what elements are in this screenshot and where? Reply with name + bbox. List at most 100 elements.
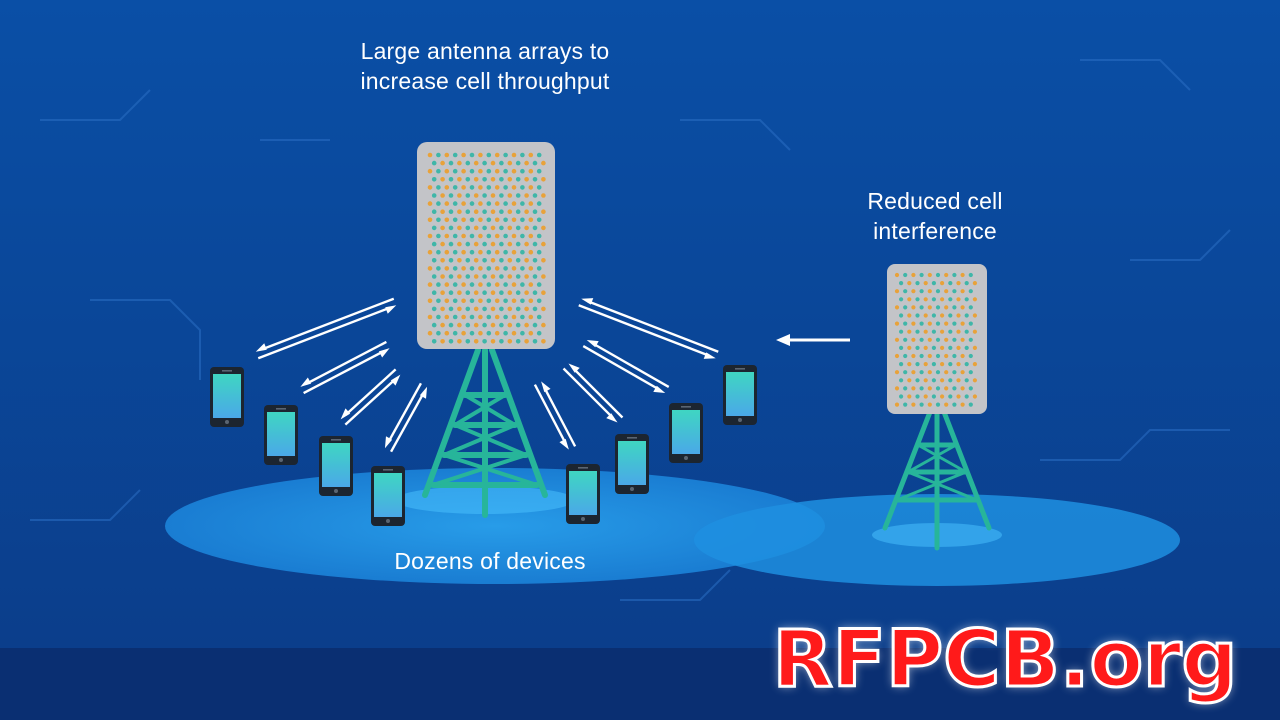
antenna-element (899, 362, 904, 367)
antenna-element (486, 282, 492, 287)
antenna-element (944, 305, 949, 310)
antenna-element (899, 313, 904, 318)
antenna-element (524, 258, 529, 263)
antenna-element (524, 225, 529, 231)
antenna-element (520, 298, 525, 304)
antenna-element (494, 282, 500, 287)
antenna-element (461, 314, 466, 320)
antenna-element (486, 298, 492, 304)
antenna-element (541, 209, 546, 214)
antenna-element (907, 362, 912, 367)
antenna-element (457, 274, 462, 279)
main-cell-tower-icon (422, 347, 548, 518)
antenna-element (490, 274, 496, 279)
antenna-element (960, 386, 965, 391)
antenna-element (956, 394, 961, 399)
antenna-element (968, 337, 973, 342)
antenna-element (907, 297, 912, 302)
antenna-element (931, 345, 937, 350)
antenna-element (919, 337, 924, 342)
smartphone-icon (615, 434, 649, 494)
antenna-element (964, 394, 969, 399)
antenna-element (465, 241, 471, 247)
antenna-element (532, 225, 538, 231)
antenna-element (515, 241, 521, 247)
antenna-element (520, 314, 525, 320)
antenna-element (499, 339, 504, 344)
antenna-element (948, 394, 953, 399)
antenna-element (486, 185, 492, 190)
antenna-element (452, 201, 458, 206)
antenna-element (956, 329, 961, 334)
antenna-element (907, 345, 912, 350)
antenna-element (427, 185, 433, 190)
antenna-element (956, 345, 961, 350)
antenna-element (968, 353, 973, 359)
antenna-element (444, 314, 450, 320)
antenna-element (520, 217, 525, 223)
antenna-element (469, 282, 475, 287)
antenna-element (899, 281, 904, 286)
antenna-element (427, 249, 433, 255)
antenna-element (524, 290, 529, 296)
antenna-element (461, 185, 466, 190)
antenna-element (440, 322, 445, 328)
antenna-element (944, 386, 949, 391)
antenna-element (972, 345, 978, 350)
devices (210, 365, 757, 526)
antenna-element (923, 345, 928, 350)
antenna-element (931, 362, 937, 367)
antenna-element (927, 402, 932, 407)
antenna-element (515, 160, 521, 166)
antenna-element (940, 345, 945, 350)
antenna-element (948, 329, 953, 334)
antenna-element (536, 282, 542, 287)
antenna-element (528, 249, 534, 255)
antenna-element (452, 233, 458, 239)
antenna-element (903, 402, 908, 407)
double-arrow-icon (255, 297, 397, 360)
antenna-element (440, 290, 445, 296)
antenna-element (911, 337, 916, 342)
antenna-element (511, 201, 517, 206)
interference-arrow-left-icon (776, 334, 850, 346)
double-arrow-icon (582, 339, 670, 394)
antenna-element (524, 241, 529, 247)
antenna-element (507, 177, 513, 182)
antenna-element (960, 353, 965, 359)
antenna-element (494, 185, 500, 190)
antenna-element (457, 225, 462, 231)
antenna-element (444, 266, 450, 271)
antenna-element (964, 362, 969, 367)
antenna-element (511, 185, 517, 190)
antenna-element (524, 306, 529, 312)
antenna-element (490, 290, 496, 296)
antenna-element (964, 378, 969, 383)
antenna-element (960, 402, 965, 407)
antenna-element (964, 281, 969, 286)
antenna-element (499, 258, 504, 263)
antenna-element (524, 274, 529, 279)
antenna-element (524, 209, 529, 214)
antenna-element (899, 378, 904, 383)
antenna-element (494, 217, 500, 223)
antenna-element (923, 313, 928, 318)
antenna-element (948, 297, 953, 302)
antenna-element (541, 322, 546, 328)
antenna-element (532, 177, 538, 182)
antenna-element (431, 322, 437, 328)
antenna-element (486, 266, 492, 271)
antenna-element (528, 298, 534, 304)
antenna-element (536, 249, 542, 255)
antenna-element (473, 160, 479, 166)
antenna-element (532, 322, 538, 328)
antenna-element (486, 201, 492, 206)
antenna-element (948, 378, 953, 383)
antenna-element (931, 378, 937, 383)
antenna-element (436, 314, 441, 320)
antenna-element (440, 225, 445, 231)
antenna-element (465, 339, 471, 344)
antenna-element (940, 378, 945, 383)
antenna-element (427, 168, 433, 174)
